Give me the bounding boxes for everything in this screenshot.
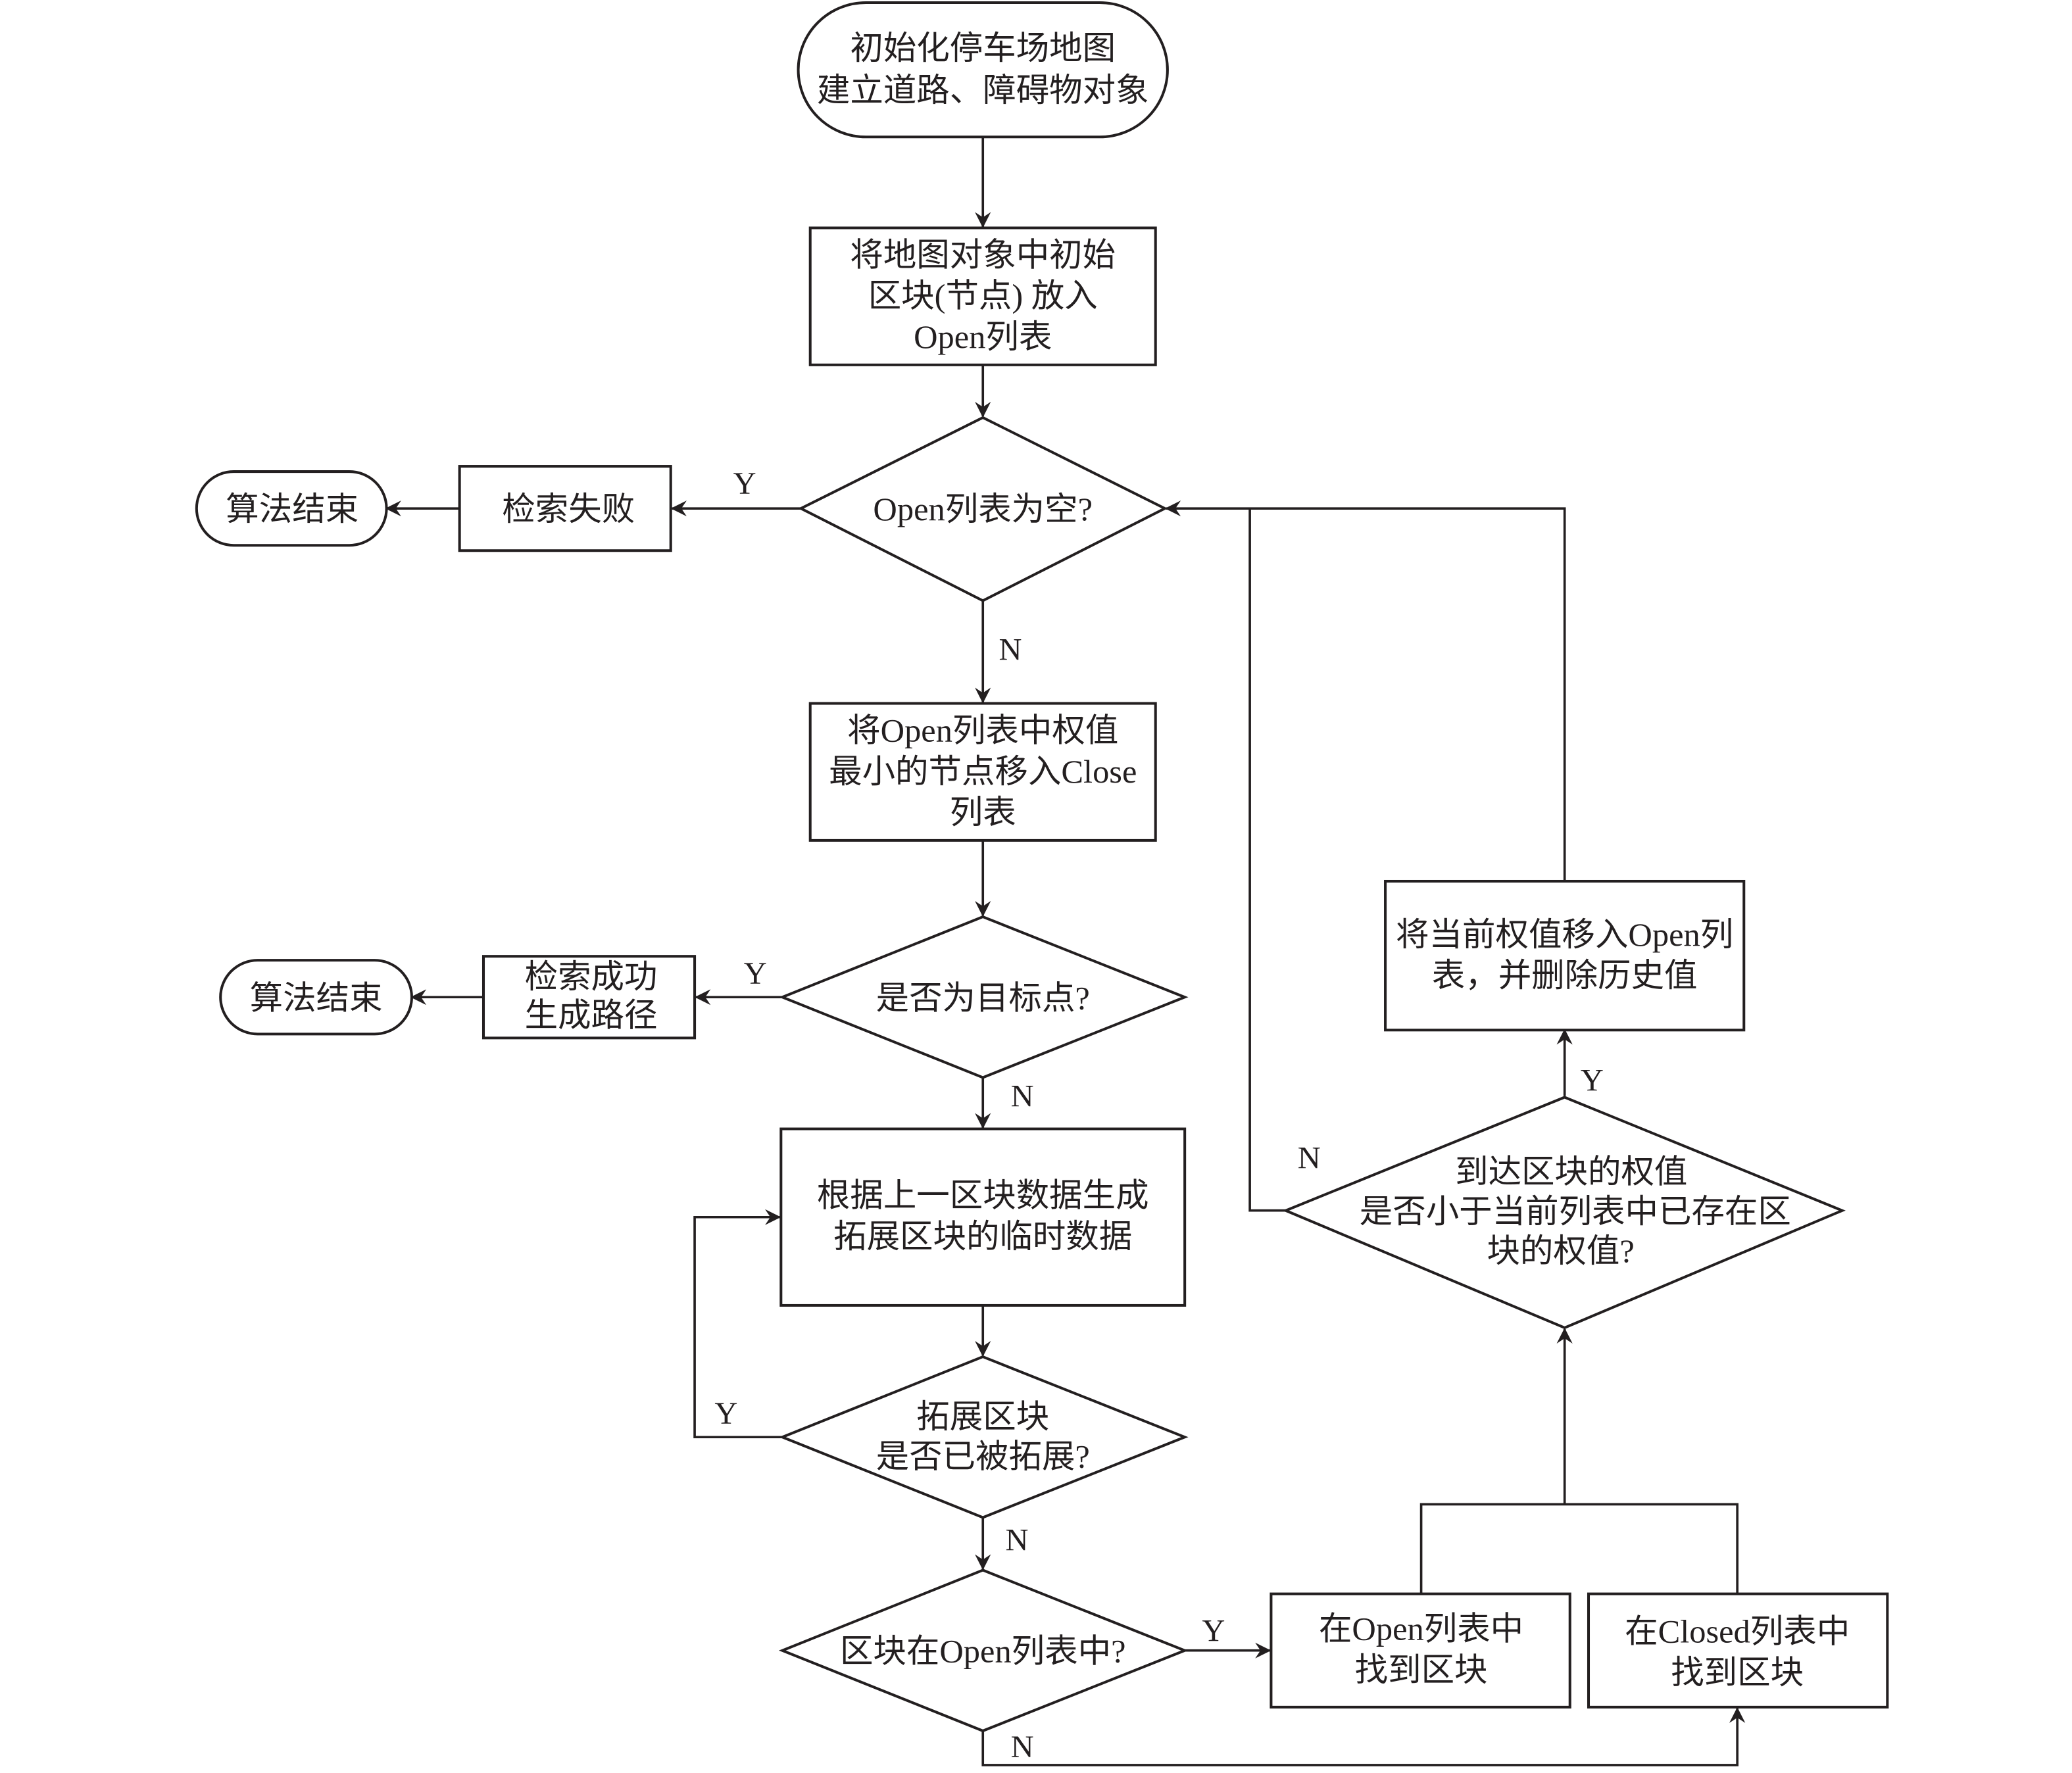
process-shape — [779, 1127, 1187, 1307]
label-weight-less-yes: Y — [1581, 1063, 1604, 1098]
weight-less-line-1: 到达区块的权值 — [1455, 1154, 1687, 1190]
process-shape — [1270, 1592, 1571, 1709]
already-expanded-line-1: 拓展区块 — [916, 1398, 1049, 1435]
node-found-closed: 在Closed列表中 找到区块 — [1587, 1592, 1889, 1709]
move-current-line-2: 表，并删除历史值 — [1432, 957, 1698, 994]
search-success-line-2: 生成路径 — [525, 996, 658, 1033]
move-current-line-1: 将当前权值移入Open列 — [1396, 916, 1733, 953]
search-fail-label: 检索失败 — [502, 491, 635, 527]
edge-found-open-merge — [1419, 1503, 1739, 1594]
node-already-expanded: 拓展区块 是否已被拓展? — [778, 1355, 1189, 1519]
node-gen-temp: 根据上一区块数据生成 拓展区块的临时数据 — [779, 1127, 1187, 1307]
move-min-line-2: 最小的节点移入Close — [829, 753, 1137, 790]
process-shape — [458, 465, 672, 552]
edge-labels: Y N Y N Y N Y N Y N — [714, 466, 1604, 1764]
found-closed-line-2: 找到区块 — [1671, 1654, 1804, 1691]
node-search-fail: 检索失败 — [458, 465, 672, 552]
found-closed-line-1: 在Closed列表中 — [1625, 1613, 1850, 1650]
label-is-target-no: N — [1011, 1079, 1034, 1114]
decision-shape — [1282, 1096, 1846, 1330]
label-already-expanded-yes: Y — [714, 1396, 737, 1431]
process-shape — [808, 226, 1157, 366]
node-in-open: 区块在Open列表中? — [778, 1568, 1189, 1733]
node-search-success: 检索成功 生成路径 — [481, 955, 697, 1040]
edge-weight-less-to-open-empty — [1248, 508, 1286, 1212]
terminal-shape — [195, 470, 388, 547]
label-in-open-no: N — [1011, 1730, 1034, 1764]
decision-shape — [778, 915, 1189, 1079]
node-move-current: 将当前权值移入Open列 表，并删除历史值 — [1384, 879, 1746, 1032]
label-open-empty-no: N — [999, 633, 1022, 668]
terminal-shape — [797, 1, 1169, 139]
end-fail-label: 算法结束 — [226, 491, 358, 527]
node-start: 初始化停车场地图 建立道路、障碍物对象 — [797, 1, 1169, 139]
terminal-shape — [219, 959, 413, 1036]
node-end-fail: 算法结束 — [195, 470, 388, 547]
edge-in-open-to-found-closed — [981, 1707, 1746, 1766]
decision-shape — [798, 416, 1168, 602]
label-in-open-yes: Y — [1202, 1614, 1225, 1649]
decision-shape — [778, 1568, 1189, 1733]
already-expanded-line-2: 是否已被拓展? — [876, 1438, 1090, 1474]
node-put-initial: 将地图对象中初始 区块(节点) 放入 Open列表 — [808, 226, 1157, 366]
move-min-line-1: 将Open列表中权值 — [847, 712, 1118, 749]
label-already-expanded-no: N — [1006, 1523, 1029, 1558]
label-weight-less-no: N — [1298, 1141, 1321, 1176]
node-move-min: 将Open列表中权值 最小的节点移入Close 列表 — [808, 702, 1157, 842]
end-success-label: 算法结束 — [250, 979, 383, 1016]
weight-less-line-3: 块的权值? — [1487, 1232, 1634, 1269]
open-empty-label: Open列表为空? — [873, 491, 1093, 527]
label-is-target-yes: Y — [744, 956, 767, 991]
node-is-target: 是否为目标点? — [778, 915, 1189, 1079]
move-min-line-3: 列表 — [950, 794, 1016, 831]
process-shape — [1384, 879, 1746, 1032]
start-line-1: 初始化停车场地图 — [850, 30, 1116, 66]
edge-move-current-to-open-empty — [1164, 500, 1566, 881]
node-open-empty: Open列表为空? — [798, 416, 1168, 602]
process-shape — [808, 702, 1157, 842]
node-found-open: 在Open列表中 找到区块 — [1270, 1592, 1571, 1709]
process-shape — [481, 955, 697, 1040]
weight-less-line-2: 是否小于当前列表中已存在区 — [1360, 1193, 1791, 1230]
put-initial-line-3: Open列表 — [914, 318, 1052, 355]
put-initial-line-2: 区块(节点) 放入 — [868, 278, 1098, 314]
found-open-line-1: 在Open列表中 — [1319, 1611, 1523, 1647]
node-end-success: 算法结束 — [219, 959, 413, 1036]
label-open-empty-yes: Y — [733, 466, 756, 501]
edge-already-expanded-to-gen-temp — [693, 1209, 783, 1439]
node-weight-less: 到达区块的权值 是否小于当前列表中已存在区 块的权值? — [1282, 1096, 1846, 1330]
gen-temp-line-2: 拓展区块的临时数据 — [833, 1218, 1132, 1255]
gen-temp-line-1: 根据上一区块数据生成 — [817, 1177, 1149, 1214]
found-open-line-2: 找到区块 — [1355, 1651, 1488, 1688]
put-initial-line-1: 将地图对象中初始 — [850, 237, 1116, 274]
start-line-2: 建立道路、障碍物对象 — [817, 72, 1149, 109]
is-target-label: 是否为目标点? — [876, 979, 1090, 1016]
decision-shape — [778, 1355, 1189, 1519]
edges — [385, 137, 1746, 1766]
in-open-label: 区块在Open列表中? — [840, 1633, 1126, 1670]
search-success-line-1: 检索成功 — [525, 958, 658, 995]
process-shape — [1587, 1592, 1889, 1709]
